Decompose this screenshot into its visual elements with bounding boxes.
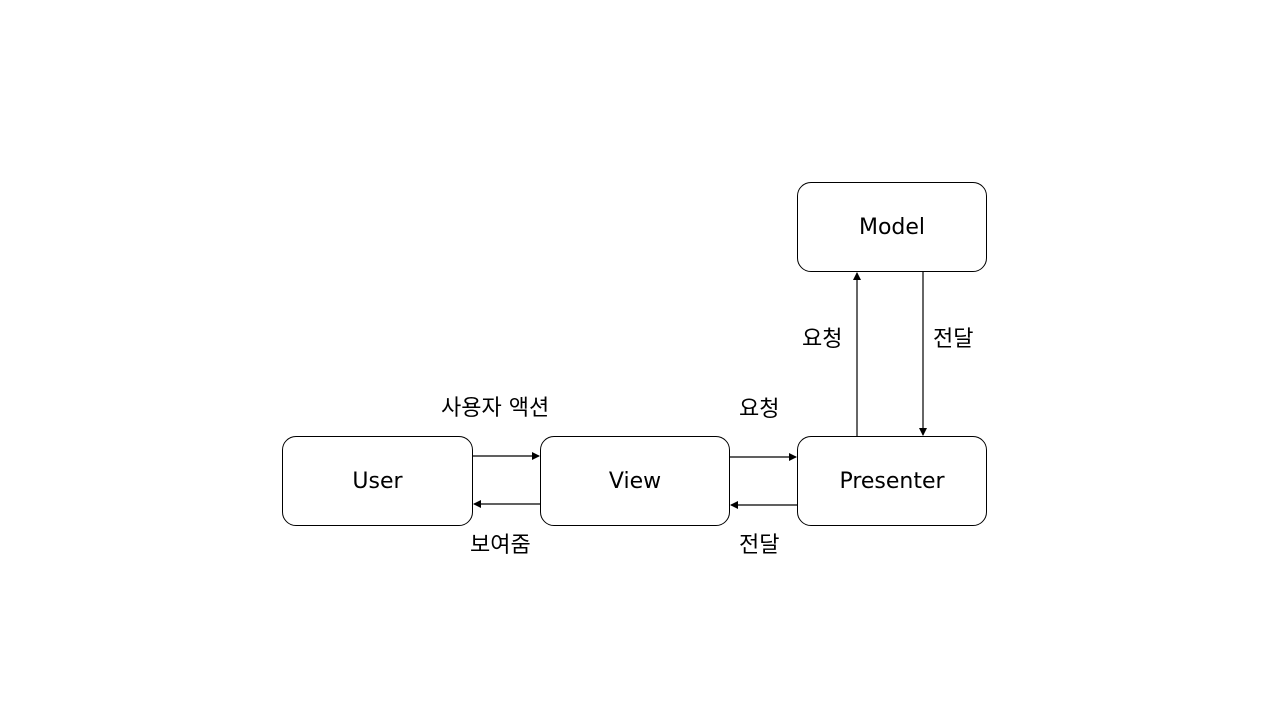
presenter-to-model-label: 요청	[802, 327, 843, 352]
user-node: User	[282, 436, 473, 526]
user-to-view-label: 사용자 액션	[441, 396, 550, 421]
view-to-presenter-label: 요청	[739, 397, 780, 422]
user-node-label: User	[352, 468, 403, 494]
view-node: View	[540, 436, 730, 526]
view-to-user-label: 보여줌	[470, 533, 531, 558]
presenter-to-view-label: 전달	[739, 533, 780, 558]
view-node-label: View	[608, 468, 662, 494]
presenter-node: Presenter	[797, 436, 987, 526]
model-node-label: Model	[858, 214, 926, 240]
presenter-node-label: Presenter	[839, 468, 945, 494]
model-to-presenter-label: 전달	[933, 327, 974, 352]
model-node: Model	[797, 182, 987, 272]
